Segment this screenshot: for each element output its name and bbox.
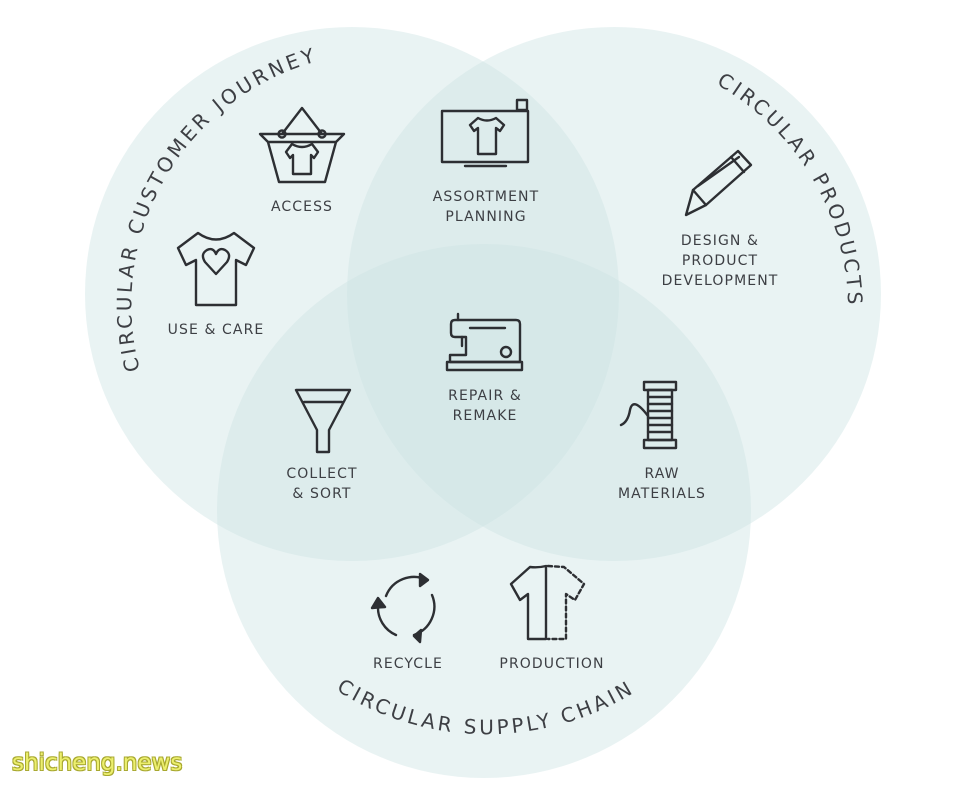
label-assortment-line2: PLANNING bbox=[445, 209, 527, 225]
label-access-text: ACCESS bbox=[270, 199, 334, 215]
label-design-line2: PRODUCT bbox=[681, 253, 759, 269]
label-design-line1: DESIGN & bbox=[680, 233, 760, 249]
label-assortment-line1: ASSORTMENT bbox=[432, 189, 540, 205]
circle-supply-chains bbox=[217, 244, 751, 778]
pencil-icon bbox=[684, 149, 753, 217]
label-assortment-planning: ASSORTMENT PLANNING bbox=[433, 187, 540, 227]
label-access: ACCESS bbox=[271, 197, 333, 217]
label-recycle: RECYCLE bbox=[373, 654, 443, 674]
thread-spool-icon bbox=[619, 380, 678, 450]
label-design-line3: DEVELOPMENT bbox=[661, 273, 779, 289]
label-collect-line2: & SORT bbox=[292, 486, 352, 502]
funnel-icon bbox=[294, 388, 352, 454]
label-repair-line1: REPAIR & bbox=[448, 388, 522, 404]
heart-tshirt-icon bbox=[176, 231, 256, 307]
label-use-care: USE & CARE bbox=[168, 320, 265, 340]
label-collect-line1: COLLECT bbox=[286, 466, 358, 482]
label-collect-sort: COLLECT & SORT bbox=[286, 464, 357, 504]
label-repair-line2: REMAKE bbox=[452, 408, 518, 424]
label-raw-materials: RAW MATERIALS bbox=[618, 464, 706, 504]
watermark: shicheng.news bbox=[12, 750, 183, 776]
label-production: PRODUCTION bbox=[499, 654, 604, 674]
sewing-machine-icon bbox=[445, 312, 524, 372]
circle-customer-journeys bbox=[85, 27, 619, 561]
label-recycle-text: RECYCLE bbox=[372, 656, 444, 672]
label-raw-line1: RAW bbox=[644, 466, 680, 482]
recycle-arrows-icon bbox=[370, 572, 436, 644]
label-use-care-text: USE & CARE bbox=[167, 322, 265, 338]
label-design-development: DESIGN & PRODUCT DEVELOPMENT bbox=[662, 231, 779, 291]
label-repair-remake: REPAIR & REMAKE bbox=[448, 386, 522, 426]
label-production-text: PRODUCTION bbox=[499, 656, 605, 672]
half-shirt-icon bbox=[509, 564, 586, 641]
monitor-shirt-icon bbox=[440, 98, 530, 168]
label-raw-line2: MATERIALS bbox=[618, 486, 706, 502]
shopping-basket-shirt-icon bbox=[258, 106, 346, 184]
